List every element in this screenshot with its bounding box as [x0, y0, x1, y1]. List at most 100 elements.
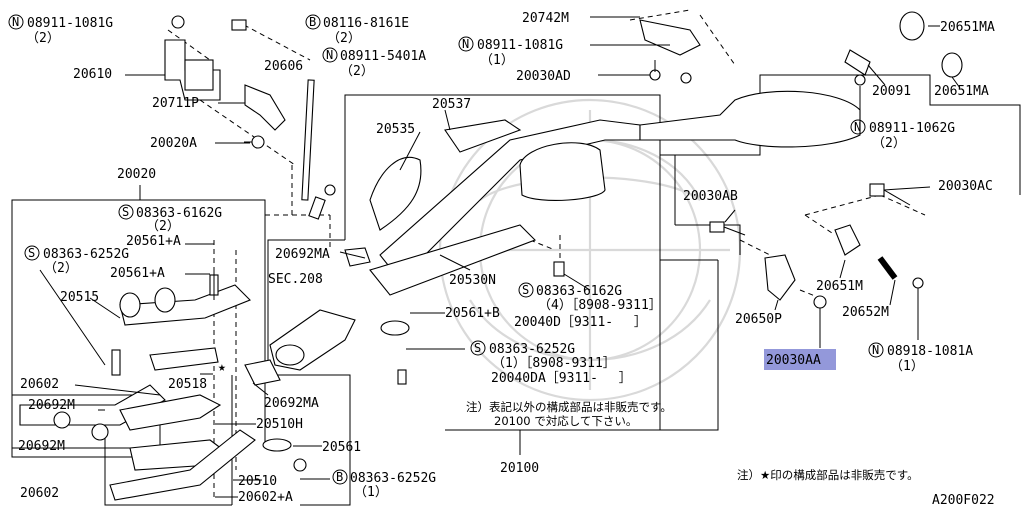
- prefix-s-icon: S: [122, 205, 129, 219]
- label-20091: 20091: [872, 84, 911, 99]
- bolt-20030aa: [813, 295, 827, 309]
- clamp-20561: [262, 438, 307, 472]
- label-20651m: 20651M: [816, 279, 863, 294]
- bolt-20020a: [244, 135, 265, 149]
- label-08911-1081g: 08911-1081G: [27, 16, 113, 31]
- label-20606: 20606: [264, 59, 303, 74]
- hanger-20650p: [764, 254, 796, 301]
- prefix-b-icon: B: [336, 470, 343, 484]
- note-use-20100: 20100 で対応して下さい。: [494, 414, 637, 428]
- label-08918-1081a: 08918-1081A: [887, 344, 973, 359]
- bolt-top-left: [171, 15, 247, 31]
- label-08911-1081g: 08911-1081G: [477, 38, 563, 53]
- bracket-20711p: [244, 84, 286, 131]
- nut-08911-5401a: [324, 184, 336, 196]
- qty-08116-8161e: （2）: [327, 31, 361, 46]
- qty-08918-1081a: （1）: [890, 359, 924, 374]
- muffler-box: [660, 74, 1021, 255]
- qty-08911-1081g: （2）: [26, 31, 60, 46]
- prefix-s-icon: S: [28, 246, 35, 260]
- prefix-n-icon: N: [326, 48, 333, 62]
- label-20030ac: 20030AC: [938, 179, 993, 194]
- qty-08363-6162g: （4）［8908-9311］: [538, 298, 662, 313]
- label-20602: 20602: [20, 377, 59, 392]
- label-20510h: 20510H: [256, 417, 303, 432]
- label-08116-8161e: 08116-8161E: [323, 16, 409, 31]
- qty-08363-6252g: （2）: [44, 261, 78, 276]
- label-08911-1062g: 08911-1062G: [869, 121, 955, 136]
- label-20692ma: 20692MA: [264, 396, 319, 411]
- label-20692ma: 20692MA: [275, 247, 330, 262]
- bolt-20515: [111, 349, 121, 376]
- qty-08363-6162g: （2）: [146, 219, 180, 234]
- labels: N 08911-1081G （2） B 08116-8161E （2） 2061…: [8, 11, 995, 508]
- stud-20606: [301, 79, 326, 220]
- qty-08911-1062g: （2）: [872, 136, 906, 151]
- label-20020: 20020: [117, 167, 156, 182]
- label-20711p: 20711P: [152, 96, 199, 111]
- hanger-20091: [844, 49, 871, 86]
- prefix-s-icon: S: [522, 283, 529, 297]
- bolt-20030ad: [649, 60, 661, 81]
- nut-08918-1081a: [912, 277, 924, 289]
- qty-08911-1081g: （1）: [480, 53, 514, 68]
- star-mark: ★: [218, 360, 226, 375]
- label-08363-6162g: 08363-6162G: [136, 206, 222, 221]
- label-20651ma: 20651MA: [934, 84, 989, 99]
- note-not-sold: 注）表記以外の構成部品は非販売です。: [466, 400, 672, 414]
- resonator: [519, 142, 606, 201]
- bolt-20030ac: [869, 183, 911, 206]
- label-20561b: 20561+B: [445, 306, 500, 321]
- label-20535: 20535: [376, 122, 415, 137]
- heat-shield-20535: [369, 156, 422, 231]
- highlight-20030aa: [764, 349, 836, 370]
- muffler-20100: [639, 90, 861, 148]
- prefix-n-icon: N: [854, 120, 861, 134]
- label-20030aa: 20030AA: [766, 353, 821, 368]
- label-20652m: 20652M: [842, 305, 889, 320]
- label-20020a: 20020A: [150, 136, 197, 151]
- qty-08363-6252g: （1）［8908-9311］: [492, 356, 616, 371]
- prefix-s-icon: S: [474, 341, 481, 355]
- label-20030ad: 20030AD: [516, 69, 571, 84]
- bracket-20610: [164, 39, 221, 101]
- qty-08911-5401a: （2）: [340, 64, 374, 79]
- label-20040da: 20040DA［9311- ］: [491, 371, 632, 386]
- clamp-20561b: [380, 320, 410, 336]
- prefix-b-icon: B: [309, 15, 316, 29]
- label-20100: 20100: [500, 461, 539, 476]
- rod-20652m: [877, 256, 898, 280]
- assembly-box-20020: [11, 199, 266, 449]
- label-20561a: 20561+A: [126, 234, 181, 249]
- figure-id: A200F022: [932, 493, 995, 508]
- label-20510: 20510: [238, 474, 277, 489]
- label-20561: 20561: [322, 440, 361, 455]
- prefix-n-icon: N: [12, 15, 19, 29]
- label-08363-6252g: 08363-6252G: [350, 471, 436, 486]
- label-08911-5401a: 08911-5401A: [340, 49, 426, 64]
- pipe-20510: [109, 429, 256, 501]
- label-20742m: 20742M: [522, 11, 569, 26]
- label-sec208: SEC.208: [268, 272, 323, 287]
- label-20530n: 20530N: [449, 273, 496, 288]
- bolt-20030ab: [709, 221, 746, 236]
- label-08363-6162g: 08363-6162G: [536, 284, 622, 299]
- heat-shield-20537: [444, 119, 522, 153]
- label-20692m: 20692M: [18, 439, 65, 454]
- qty-08363-6252g: （1）: [354, 485, 388, 500]
- rubber-20651m: [834, 224, 861, 256]
- label-20610: 20610: [73, 67, 112, 82]
- label-20537: 20537: [432, 97, 471, 112]
- bracket-20742m: [639, 19, 701, 84]
- catalyst-sec208: [269, 309, 356, 371]
- label-20561a: 20561+A: [110, 266, 165, 281]
- prefix-n-icon: N: [462, 37, 469, 51]
- bolts-20040d: [397, 261, 565, 385]
- assembly-box-20100: [267, 94, 719, 455]
- label-20650p: 20650P: [735, 312, 782, 327]
- label-20651ma: 20651MA: [940, 20, 995, 35]
- label-20602: 20602: [20, 486, 59, 501]
- assembly-box-20692m: [11, 394, 161, 458]
